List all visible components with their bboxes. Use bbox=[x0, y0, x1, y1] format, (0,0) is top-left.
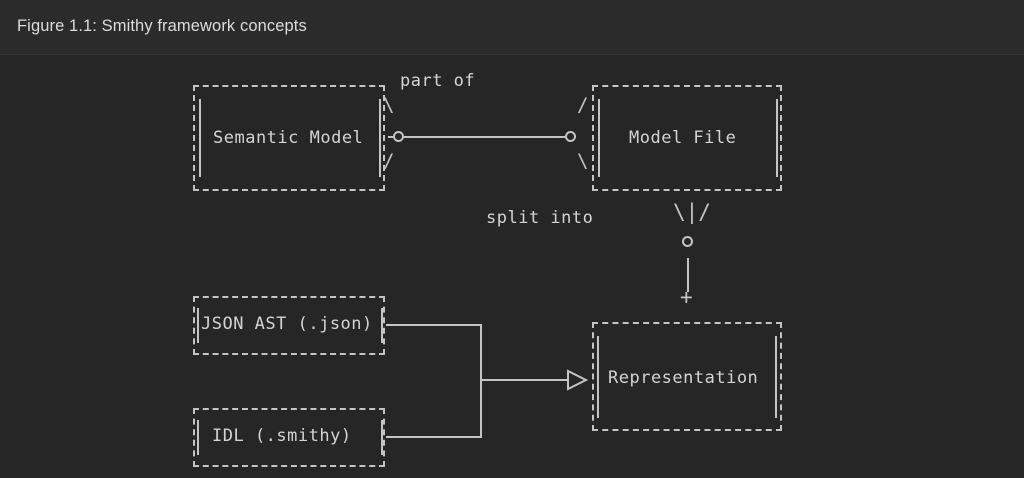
node-idl-right-pipe bbox=[381, 420, 383, 455]
crowsfoot-model-file-lower: \ bbox=[577, 150, 589, 172]
edge-marker-optional-right bbox=[565, 131, 576, 142]
node-idl[interactable] bbox=[193, 408, 385, 467]
node-semantic-model-right-pipe bbox=[379, 99, 381, 177]
node-model-file-left-pipe bbox=[598, 99, 600, 177]
node-model-file[interactable] bbox=[592, 85, 782, 191]
node-semantic-model-left-pipe bbox=[199, 99, 201, 177]
node-json-ast-left-pipe bbox=[197, 308, 199, 343]
node-representation-right-pipe bbox=[775, 336, 777, 418]
hollow-triangle-arrowhead bbox=[567, 369, 589, 391]
node-representation-left-pipe bbox=[597, 336, 599, 418]
node-json-ast[interactable] bbox=[193, 296, 385, 355]
edge-model-file-to-representation-line bbox=[687, 258, 689, 292]
node-json-ast-right-pipe bbox=[381, 308, 383, 343]
edge-semantic-model-to-model-file-line bbox=[388, 136, 576, 138]
node-model-file-right-pipe bbox=[776, 99, 778, 177]
crowsfoot-model-file-upper: / bbox=[577, 94, 589, 116]
page-title: Figure 1.1: Smithy framework concepts bbox=[17, 17, 307, 35]
diagram-canvas: Semantic Model Model File part of \ / / … bbox=[0, 56, 1024, 478]
node-idl-label: IDL (.smithy) bbox=[212, 426, 352, 446]
edge-marker-optional-left bbox=[393, 131, 404, 142]
edge-label-split-into: split into bbox=[486, 208, 594, 228]
node-json-ast-label: JSON AST (.json) bbox=[201, 314, 373, 334]
node-semantic-model[interactable] bbox=[193, 85, 385, 191]
crowsfoot-semantic-model-lower: / bbox=[383, 150, 395, 172]
crowsfoot-semantic-model-upper: \ bbox=[383, 94, 395, 116]
edge-marker-optional-vertical bbox=[682, 236, 693, 247]
edge-json-ast-branch bbox=[386, 324, 482, 326]
node-semantic-model-label: Semantic Model bbox=[213, 128, 364, 148]
arrowhead-layer bbox=[567, 369, 589, 391]
node-representation-label: Representation bbox=[608, 368, 759, 388]
node-idl-left-pipe bbox=[197, 420, 199, 455]
edge-label-part-of: part of bbox=[400, 71, 476, 91]
crowsfoot-vertical-model-file: \|/ bbox=[673, 200, 711, 224]
node-representation[interactable] bbox=[592, 322, 782, 431]
edge-merge-to-representation-line bbox=[480, 379, 568, 381]
edge-idl-branch bbox=[386, 436, 482, 438]
figure-header: Figure 1.1: Smithy framework concepts bbox=[0, 0, 1024, 55]
node-model-file-label: Model File bbox=[629, 128, 737, 148]
one-marker-representation: + bbox=[680, 285, 693, 309]
edge-merge-bracket bbox=[480, 324, 482, 438]
